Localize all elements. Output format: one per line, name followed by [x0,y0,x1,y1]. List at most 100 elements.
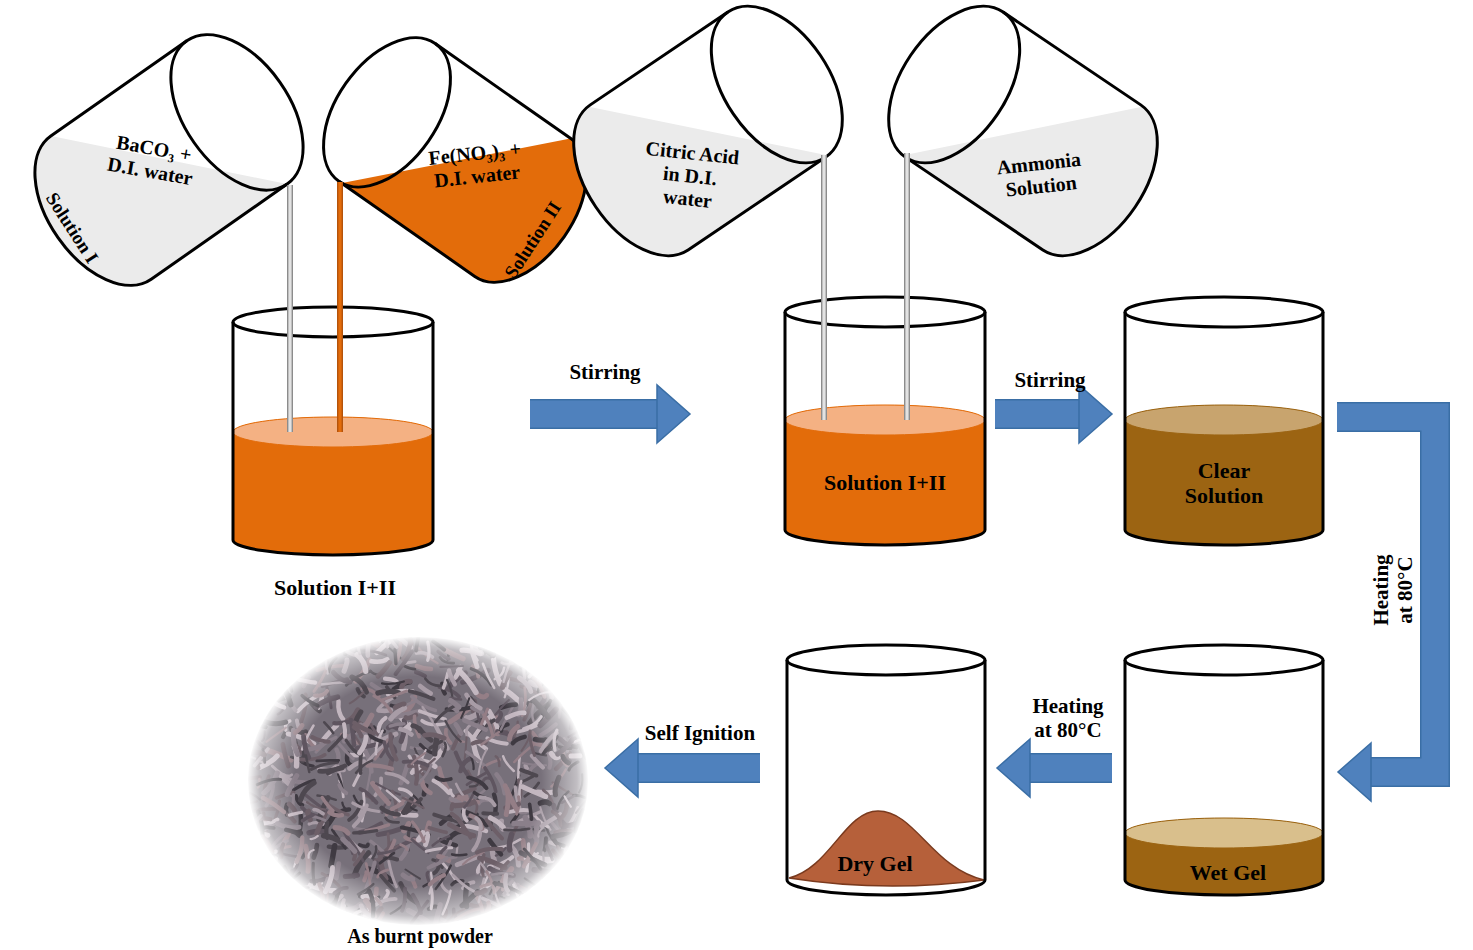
powder-grain [295,886,304,909]
node-shape [895,5,1155,265]
powder-grain [523,918,538,940]
powder-grain [581,646,588,651]
powder-grain [540,664,543,678]
beaker-label: Solution I+II [235,575,435,600]
stream-edge [337,182,343,432]
process-arrow [995,385,1112,443]
powder-grain [263,640,266,650]
powder-grain [297,646,316,650]
beaker-liquid [233,417,433,555]
powder-grain [267,650,284,661]
powder-grain [258,691,260,700]
powder-grain [577,643,581,661]
pour-stream [290,185,291,432]
powder-grain [569,637,579,639]
powder-grain [574,666,585,680]
powder-grain [234,900,251,905]
stream-core [338,182,341,432]
powder-grain [528,906,536,912]
powder-grain [569,867,571,889]
powder-photo [248,637,588,925]
reagent-cup: Citric Acid in D.I. water [580,5,845,265]
powder-grain [343,915,355,920]
powder-grain [271,655,273,665]
powder-grain [578,855,586,859]
arrow-shaft-edge [1030,753,1112,783]
powder-grain [560,666,569,670]
powder-grain [262,704,265,712]
beaker-rim [787,645,985,675]
powder-grain [480,633,488,647]
powder-grain [573,689,590,711]
powder-grain [317,646,327,661]
powder-grain [534,917,549,925]
powder-grain [289,660,293,680]
powder-grain [258,871,265,888]
powder-grain [566,850,569,877]
powder-grain [244,924,261,943]
node-shape [1117,290,1333,550]
powder-grain [561,663,578,668]
powder-grain [561,897,579,904]
process-arrow [530,385,690,443]
powder-grain [524,657,534,661]
powder-grain [250,855,265,861]
powder-grain [545,652,551,663]
beaker-outline [1125,660,1323,895]
beaker-body [233,322,433,555]
powder-grain [493,921,503,927]
powder-grain [281,881,291,901]
powder-grain [585,735,593,744]
node-shape [225,300,441,610]
powder-grain [528,889,546,901]
stream-core [905,153,908,420]
beaker-rim [233,307,433,337]
arrow-shaft [638,755,760,782]
powder-grain [538,669,560,680]
powder-grain [568,641,576,662]
powder-grain [271,880,275,893]
beaker-body [785,312,985,545]
powder-grain [539,640,550,650]
powder-grain [282,662,300,678]
powder-grain [544,894,551,909]
beaker-label: Clear Solution [1164,458,1284,509]
beaker-outline [1125,312,1323,545]
powder-grain [558,899,568,902]
powder-grain [542,666,554,683]
powder-grain [281,665,304,675]
beaker: Clear Solution [1117,290,1333,550]
powder-grain [563,636,574,643]
arrow-label: Stirring [545,360,665,384]
arrow-shaft [1337,417,1435,772]
stream-edge [904,153,910,420]
solution-cup: Fe(NO₃)₃ + D.I. waterSolution II [325,30,590,295]
powder-grain [250,685,263,691]
powder-grain [334,920,349,922]
powder-grain [259,664,260,687]
powder-grain [583,738,607,740]
powder-grain [557,917,564,923]
powder-grain [253,665,277,677]
powder-grain [254,903,269,907]
powder-grain [270,914,284,919]
powder-grain [243,656,250,669]
powder-grain [548,884,575,885]
powder-grain [283,898,298,909]
powder-grain [273,914,281,923]
powder-grain [290,891,291,903]
powder-grain [293,890,299,900]
beaker: Wet Gel [1117,640,1333,900]
powder-grain [520,915,529,933]
node-shape [580,5,845,265]
powder-grain [581,880,593,904]
powder-grain [544,652,546,670]
beaker-liquid [1125,405,1323,545]
powder-grain [226,693,253,698]
powder-grain [237,879,248,883]
powder-grain [245,694,253,717]
dry-gel-mound [789,811,984,886]
powder-grain [379,629,381,642]
